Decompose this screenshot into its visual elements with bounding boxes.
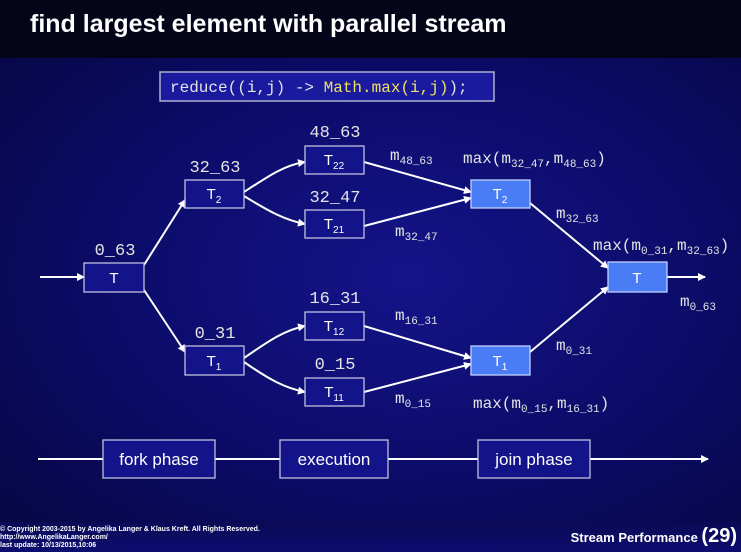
svg-text:T1: T1 <box>493 353 508 373</box>
last-update: last update: 10/13/2015,10:06 <box>0 542 97 549</box>
svg-text:T2: T2 <box>207 186 222 206</box>
title-bar <box>0 0 741 58</box>
result-m32-47: m32_47 <box>395 223 438 244</box>
svg-text:reduce((i,j) -> Math.max(i,j)): reduce((i,j) -> Math.max(i,j)); <box>170 79 468 97</box>
max-label-t2: max(m32_47,m48_63) <box>463 150 606 171</box>
range-label: 32_63 <box>189 159 240 178</box>
result-m0-63: m0_63 <box>680 293 716 314</box>
svg-text:T2: T2 <box>493 186 508 206</box>
copyright: © Copyright 2003-2015 by Angelika Langer… <box>0 526 260 550</box>
node-t2: T2 32_63 <box>184 159 245 209</box>
copyright-text: © Copyright 2003-2015 by Angelika Langer… <box>0 526 260 533</box>
result-labels: m48_63 m32_47 m16_31 m0_15 m32_63 m0_31 … <box>390 147 729 416</box>
arrows <box>40 159 706 395</box>
max-label-root: max(m0_31,m32_63) <box>593 237 729 258</box>
result-m48-63: m48_63 <box>390 147 433 168</box>
result-m0-31: m0_31 <box>556 337 592 358</box>
range-label: 0_63 <box>95 242 136 261</box>
code-box: reduce((i,j) -> Math.max(i,j)); <box>159 71 495 102</box>
range-label: 0_31 <box>195 325 236 344</box>
section-page: Stream Performance (29) <box>571 525 737 548</box>
result-m0-15: m0_15 <box>395 390 431 411</box>
footer <box>0 522 741 552</box>
range-label: 48_63 <box>309 124 360 143</box>
max-label-t1: max(m0_15,m16_31) <box>473 395 609 416</box>
range-label: 32_47 <box>309 189 360 208</box>
node-t22: T22 48_63 <box>304 124 365 175</box>
node-t1: T1 0_31 <box>184 325 245 376</box>
join-node-t2: T2 <box>470 179 531 209</box>
node-t12: T12 16_31 <box>304 290 365 341</box>
page-number: (29) <box>701 525 737 547</box>
svg-text:T22: T22 <box>324 152 345 172</box>
range-label: 16_31 <box>309 290 360 309</box>
join-node-root: T <box>607 261 668 293</box>
svg-text:T: T <box>632 270 641 287</box>
slide-title: find largest element with parallel strea… <box>30 10 507 38</box>
svg-text:T21: T21 <box>324 216 345 236</box>
phase-fork: fork phase <box>119 450 198 469</box>
svg-text:T: T <box>109 270 118 287</box>
range-label: 0_15 <box>315 356 356 375</box>
section-title: Stream Performance <box>570 530 698 545</box>
svg-text:T12: T12 <box>324 318 345 338</box>
svg-text:T1: T1 <box>207 353 222 373</box>
result-m32-63: m32_63 <box>556 205 599 226</box>
node-t11: T11 0_15 <box>304 356 365 407</box>
result-m16-31: m16_31 <box>395 307 438 328</box>
footer-url: http://www.AngelikaLanger.com/ <box>0 534 108 541</box>
phase-timeline: fork phase execution join phase <box>38 439 709 479</box>
node-root: T 0_63 <box>83 242 145 293</box>
node-t21: T21 32_47 <box>304 189 365 239</box>
phase-join: join phase <box>494 450 573 469</box>
join-node-t1: T1 <box>470 345 531 376</box>
phase-execution: execution <box>298 450 371 469</box>
svg-text:T11: T11 <box>324 384 344 404</box>
